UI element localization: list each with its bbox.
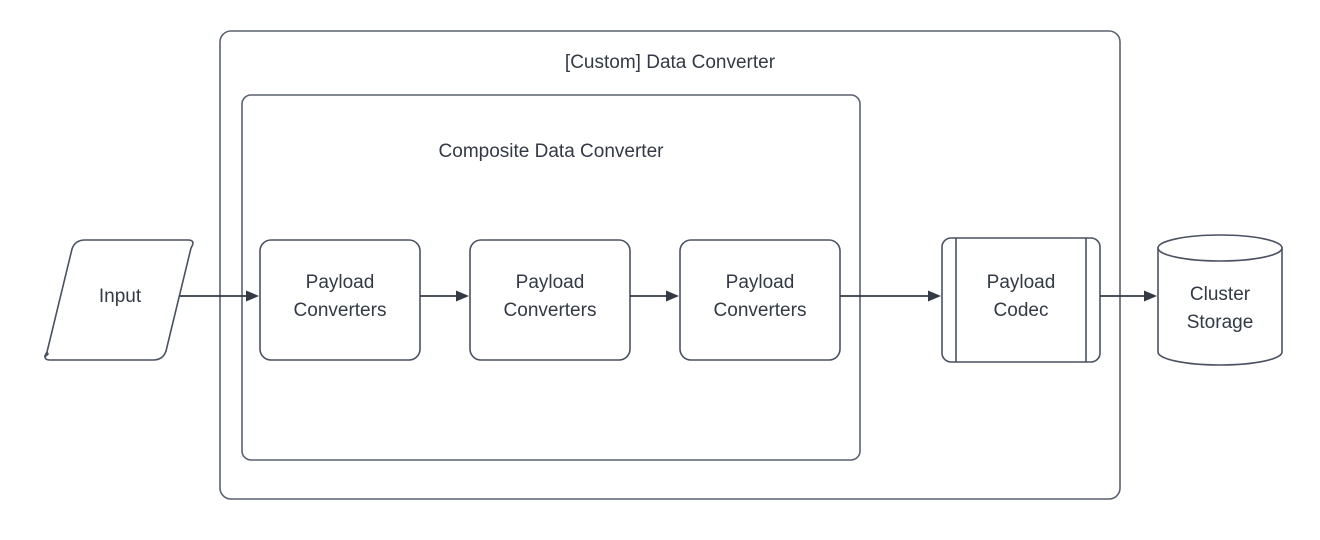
input-parallelogram <box>43 239 194 361</box>
node-cluster-storage[interactable]: Cluster Storage <box>1157 234 1283 366</box>
cluster-storage-top-ellipse <box>1157 234 1283 262</box>
payload-converters-1-box <box>259 239 421 361</box>
payload-codec-label-line-1: Payload <box>987 272 1056 293</box>
edge-payload-codec-to-cluster-storage <box>1100 290 1157 302</box>
container-composite-data-converter[interactable]: Composite Data Converter <box>241 94 861 461</box>
cluster-storage-label-line-1: Cluster <box>1190 284 1251 305</box>
payload-converters-3-label-line-1: Payload <box>726 272 795 293</box>
arrow-head-icon <box>666 290 679 302</box>
payload-converters-1-label-line-2: Converters <box>294 300 387 321</box>
container-custom-data-converter[interactable]: [Custom] Data Converter <box>219 30 1121 500</box>
arrow-head-icon <box>246 290 259 302</box>
payload-converters-2-label-line-2: Converters <box>504 300 597 321</box>
payload-codec-label-line-2: Codec <box>994 300 1049 321</box>
edge-input-to-payload-converters-1 <box>180 290 259 302</box>
arrow-head-icon <box>928 290 941 302</box>
payload-converters-2-box <box>469 239 631 361</box>
custom-data-converter-outline <box>219 30 1121 500</box>
edge-payload-converters-2-to-3 <box>630 290 679 302</box>
payload-converters-3-box <box>679 239 841 361</box>
payload-converters-3-label-line-2: Converters <box>714 300 807 321</box>
edge-payload-converters-1-to-2 <box>420 290 469 302</box>
arrow-head-icon <box>1144 290 1157 302</box>
node-payload-codec[interactable]: Payload Codec <box>941 237 1101 363</box>
edge-payload-converters-3-to-payload-codec <box>840 290 941 302</box>
arrow-head-icon <box>456 290 469 302</box>
node-payload-converters-2[interactable]: Payload Converters <box>469 239 631 361</box>
payload-codec-box <box>941 237 1101 363</box>
composite-data-converter-outline <box>241 94 861 461</box>
payload-converters-1-label-line-1: Payload <box>306 272 375 293</box>
node-input[interactable]: Input <box>43 239 194 361</box>
payload-converters-2-label-line-1: Payload <box>516 272 585 293</box>
cluster-storage-body <box>1157 247 1283 366</box>
input-label: Input <box>99 286 142 307</box>
node-payload-converters-1[interactable]: Payload Converters <box>259 239 421 361</box>
cluster-storage-label-line-2: Storage <box>1187 312 1254 333</box>
node-payload-converters-3[interactable]: Payload Converters <box>679 239 841 361</box>
composite-data-converter-label: Composite Data Converter <box>439 141 665 162</box>
custom-data-converter-label: [Custom] Data Converter <box>565 52 776 73</box>
